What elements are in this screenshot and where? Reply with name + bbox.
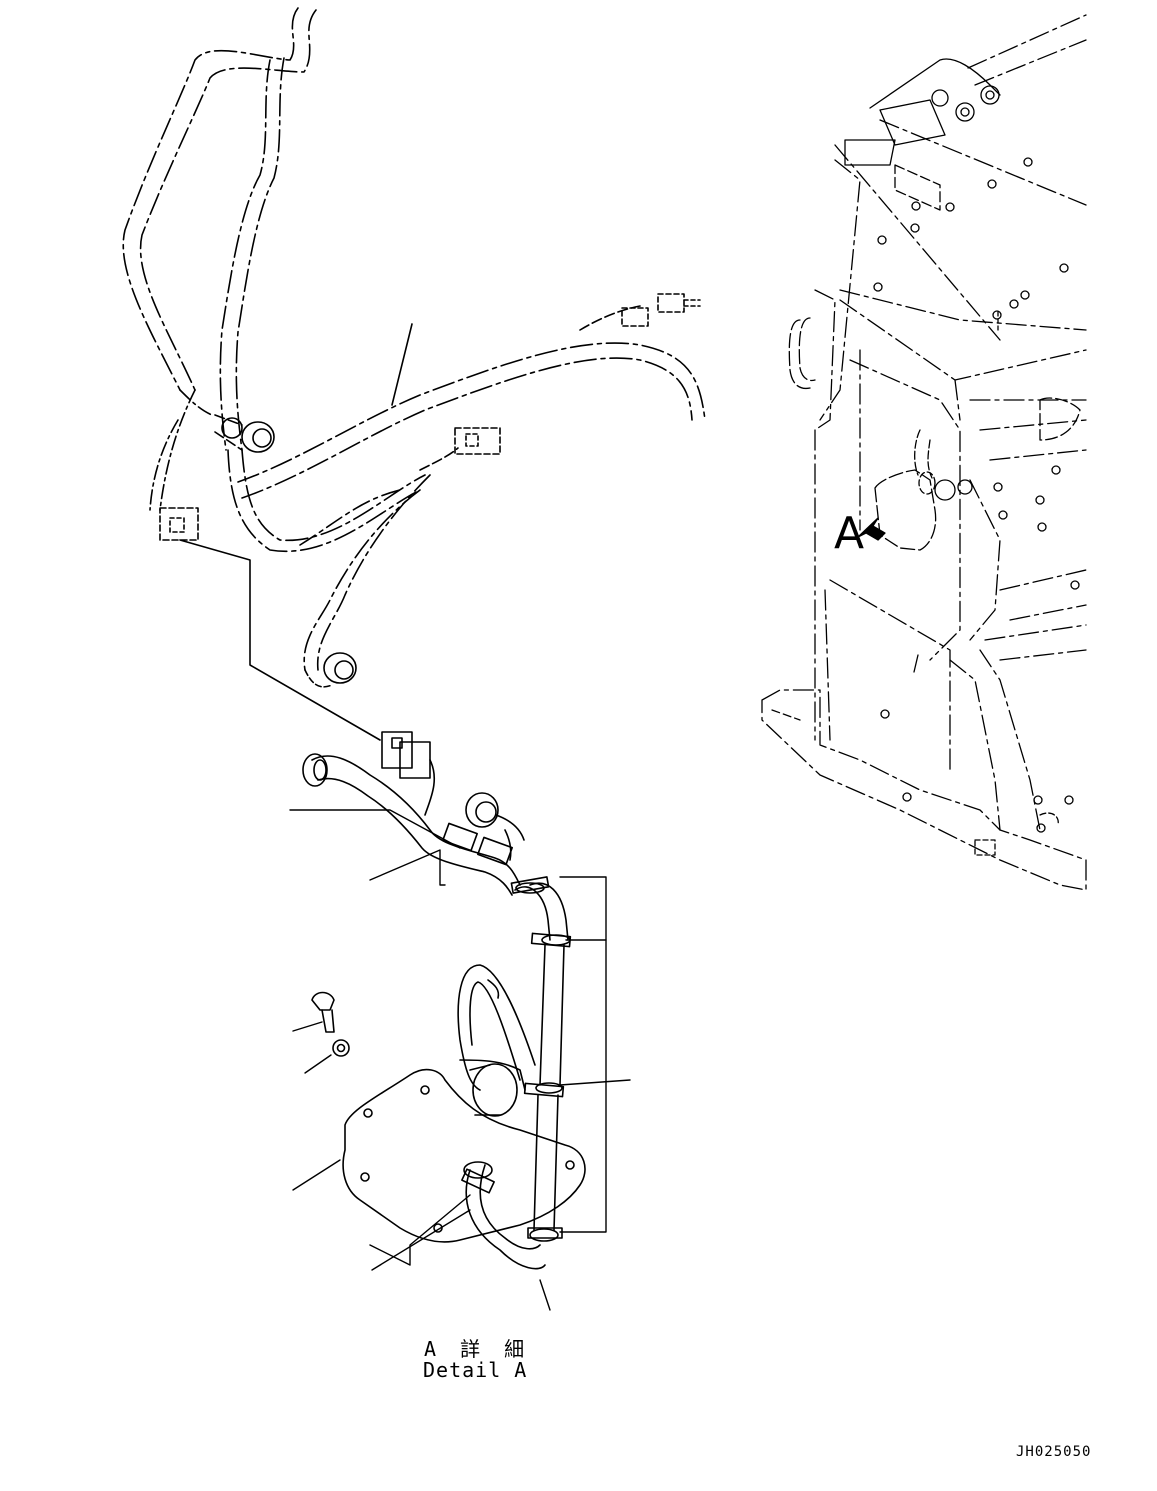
upper-wiring-harness [122, 7, 706, 741]
drawing-number: JH025050 [1016, 1444, 1092, 1460]
leader-lines [289, 809, 631, 1311]
view-marker-a: A [834, 508, 865, 559]
cab-overview [761, 14, 1087, 891]
detail-a-assembly [302, 731, 586, 1270]
detail-caption-english: Detail A [423, 1358, 528, 1382]
detail-caption-japanese: A 詳 細 [424, 1337, 531, 1361]
